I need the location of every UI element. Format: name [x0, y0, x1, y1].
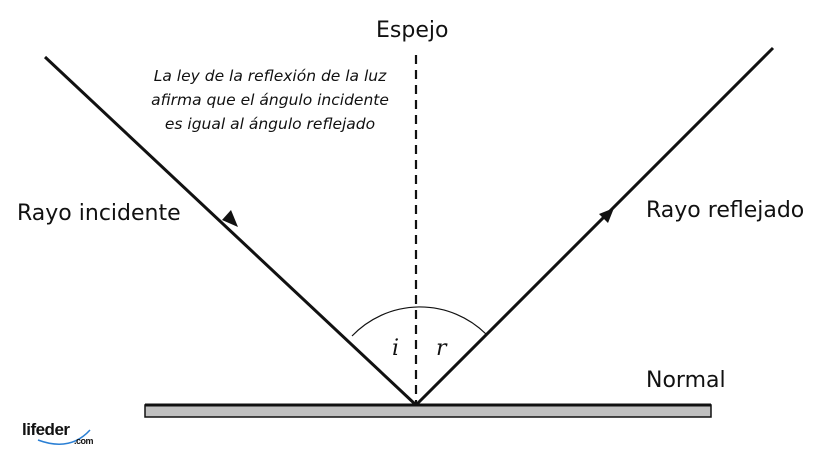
- logo-swoosh-icon: [37, 429, 91, 445]
- lifeder-logo: lifeder .com: [22, 420, 94, 446]
- logo-text: lifeder: [22, 420, 70, 439]
- incident-ray-label: Rayo incidente: [17, 201, 181, 226]
- reflected-arrow-icon: [599, 208, 614, 223]
- reflected-ray: [414, 46, 775, 407]
- incident-ray: [43, 55, 418, 407]
- logo-suffix: .com: [74, 436, 94, 446]
- incident-arrow-icon: [222, 210, 238, 227]
- normal-label: Normal: [646, 368, 726, 393]
- reflection-law-note: La ley de la reflexión de la luz afirma …: [151, 67, 389, 133]
- reflected-ray-label: Rayo reflejado: [646, 198, 805, 223]
- angle-i-label: i: [392, 336, 400, 361]
- angle-arc: [351, 306, 487, 337]
- angle-r-label: r: [436, 336, 447, 361]
- mirror-label: Espejo: [376, 18, 449, 43]
- mirror-surface: [144, 404, 712, 418]
